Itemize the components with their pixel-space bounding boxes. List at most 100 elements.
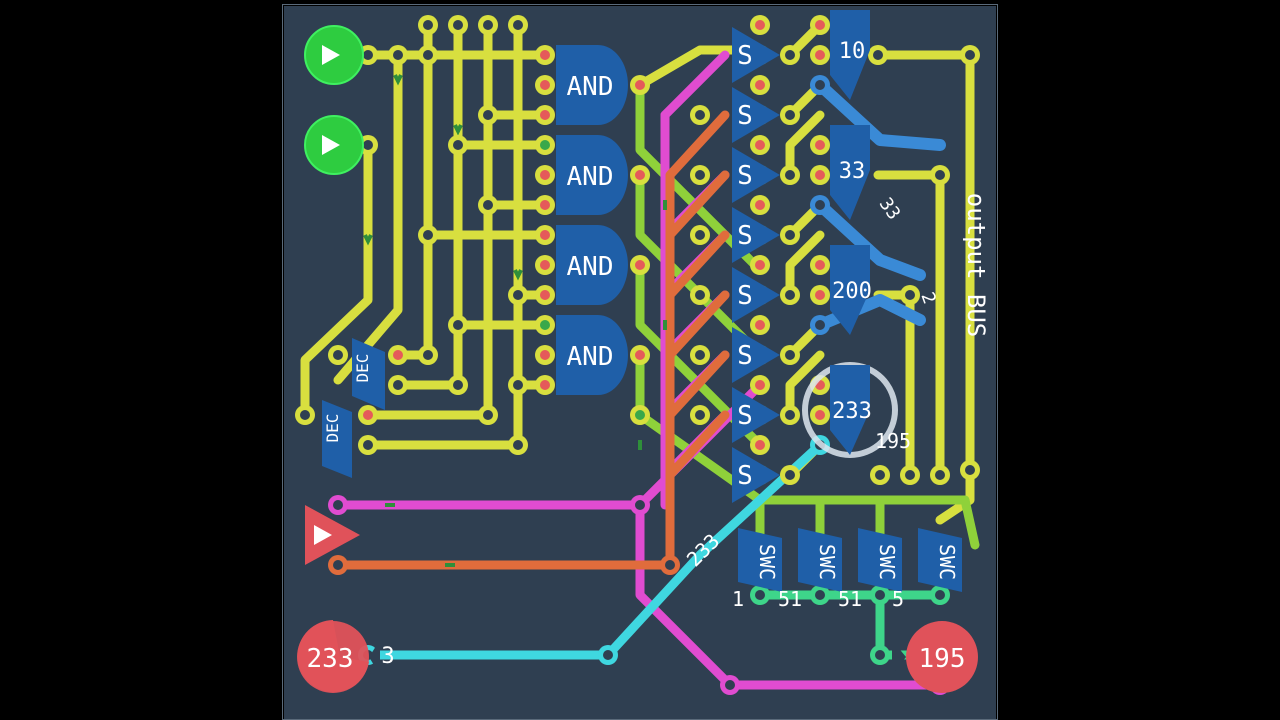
wire-pin-center (965, 465, 975, 475)
wire-pin-center (875, 590, 885, 600)
wire-pin-center (363, 50, 373, 60)
wire-pin-center (755, 140, 765, 150)
wire-pin-center (695, 110, 705, 120)
switch-gate-5[interactable]: S (732, 267, 780, 323)
switch-label: S (737, 281, 753, 311)
wire-pin-center (423, 230, 433, 240)
decoder-2[interactable]: DEC (322, 400, 352, 478)
switch-label: S (737, 341, 753, 371)
wire-pin-center (513, 440, 523, 450)
swc-label: SWC (755, 544, 779, 580)
decoder-1[interactable]: DEC (352, 338, 385, 410)
svg-text:AND: AND (567, 72, 614, 102)
swc-block-2[interactable]: SWC (798, 528, 842, 592)
svg-text:AND: AND (567, 162, 614, 192)
wire-pin-center (540, 170, 550, 180)
swc-block-4[interactable]: SWC (918, 528, 962, 592)
wire-pin-center (695, 170, 705, 180)
wire-pin-center (483, 410, 493, 420)
wire-pin-center (785, 170, 795, 180)
wire-pin-center (905, 470, 915, 480)
switch-gate-4[interactable]: S (732, 207, 780, 263)
wire-pin-center (785, 50, 795, 60)
and-gate-3[interactable]: AND (556, 225, 628, 305)
wire-pin-center (540, 50, 550, 60)
switch-gate-6[interactable]: S (732, 327, 780, 383)
wire-pin-center (695, 350, 705, 360)
swc-block-3[interactable]: SWC (858, 528, 902, 592)
switch-gate-1[interactable]: S (732, 27, 780, 83)
switch-label: S (737, 41, 753, 71)
switch-label: S (737, 461, 753, 491)
green-input-1[interactable] (304, 25, 364, 85)
wire-pin-center (540, 80, 550, 90)
switch-gate-8[interactable]: S (732, 447, 780, 503)
wire-pin-center (755, 200, 765, 210)
wire-pin-center (423, 50, 433, 60)
decoder-label: DEC (323, 414, 342, 443)
wire-pin-center (665, 560, 675, 570)
wire-pin-center (333, 560, 343, 570)
wire-pin-center (815, 410, 825, 420)
wire-pin-center (725, 680, 735, 690)
swc-value-4: 5 (892, 587, 904, 611)
wire-pin-center (875, 470, 885, 480)
wire-pin-center (785, 290, 795, 300)
wire-pin-center (755, 260, 765, 270)
svg-text:AND: AND (567, 342, 614, 372)
output-bus-label: output BUS (962, 193, 990, 338)
svg-text:10: 10 (839, 39, 866, 64)
switch-gate-3[interactable]: S (732, 147, 780, 203)
wire-pin-center (300, 410, 310, 420)
switch-gate-7[interactable]: S (732, 387, 780, 443)
switch-label: S (737, 101, 753, 131)
wire-arrows (363, 74, 667, 567)
orange-wires (333, 110, 730, 570)
swc-value-2: 51 (778, 587, 802, 611)
decoder-label: DEC (353, 354, 372, 383)
wire-pin-center (540, 260, 550, 270)
swc-label: SWC (815, 544, 839, 580)
switch-gate-2[interactable]: S (732, 87, 780, 143)
swc-block-1[interactable]: SWC (738, 528, 782, 592)
wire-pin-center (815, 50, 825, 60)
swc-row: SWC SWC SWC SWC (738, 528, 962, 592)
and-gate-1[interactable]: AND (556, 45, 628, 125)
wire-pin-center (935, 470, 945, 480)
wire-pin-center (755, 80, 765, 90)
constant-10[interactable]: 10 (830, 10, 870, 100)
constant-233[interactable]: 233 195 (802, 362, 911, 458)
wire-pin-center (363, 440, 373, 450)
and-gate-4[interactable]: AND (556, 315, 628, 395)
wire-pin-center (483, 200, 493, 210)
switch-label: S (737, 161, 753, 191)
green-input-2[interactable] (304, 115, 364, 175)
wire-pin-center (540, 380, 550, 390)
left-output-value: 233 (307, 644, 354, 674)
left-output-233[interactable]: 233 3 (297, 620, 395, 693)
wire-pin-center (540, 200, 550, 210)
constant-200[interactable]: 200 2 (830, 245, 940, 335)
play-icon (314, 525, 332, 545)
wire-pin-center (873, 50, 883, 60)
wire-pin-center (635, 500, 645, 510)
wire-pin-center (540, 110, 550, 120)
and-gate-2[interactable]: AND (556, 135, 628, 215)
wire-pin-center (695, 410, 705, 420)
right-output-195[interactable]: 195 (892, 621, 978, 693)
switch-label: S (737, 401, 753, 431)
cyan-wires (363, 440, 825, 660)
svg-text:233: 233 (832, 399, 872, 424)
rotated-overlay-33: 33 (875, 194, 905, 224)
red-toggle-input[interactable] (305, 505, 360, 565)
value-195-small: 195 (875, 429, 911, 453)
wire-pin-center (540, 140, 550, 150)
wire-pin-center (423, 20, 433, 30)
wire-pin-center (333, 500, 343, 510)
wire-pin-center (483, 20, 493, 30)
wire-pin-center (513, 20, 523, 30)
wire-pin-center (333, 350, 343, 360)
svg-text:200: 200 (832, 279, 872, 304)
